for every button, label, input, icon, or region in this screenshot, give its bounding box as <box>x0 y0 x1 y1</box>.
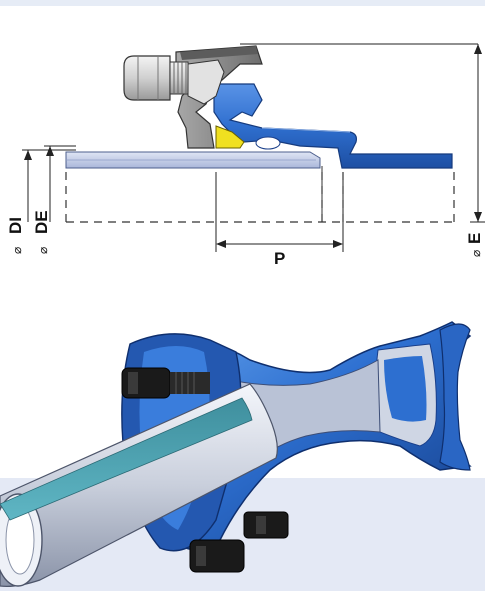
bolt-icon <box>123 55 225 105</box>
dim-label-p: P <box>274 249 285 268</box>
top-band <box>0 0 485 6</box>
dim-symbol-di: ⌀ <box>10 247 24 254</box>
cross-section-drawing: DI ⌀ DE ⌀ E ⌀ P <box>6 43 485 268</box>
dimension-arrowheads <box>24 44 482 248</box>
gasket <box>215 125 245 149</box>
bolt-upper-icon <box>121 367 210 399</box>
pipe <box>0 383 278 587</box>
bolt-lower-icon <box>189 511 289 573</box>
dimension-lines <box>22 43 485 252</box>
seal-ring-icon <box>255 136 281 150</box>
dim-label-de: DE <box>32 210 51 234</box>
pipe-wall <box>65 151 323 222</box>
dim-label-di: DI <box>6 217 25 234</box>
dim-symbol-de: ⌀ <box>36 247 50 254</box>
hidden-lines <box>65 172 455 223</box>
dim-label-e: E <box>465 233 484 244</box>
dim-symbol-e: ⌀ <box>469 250 483 257</box>
